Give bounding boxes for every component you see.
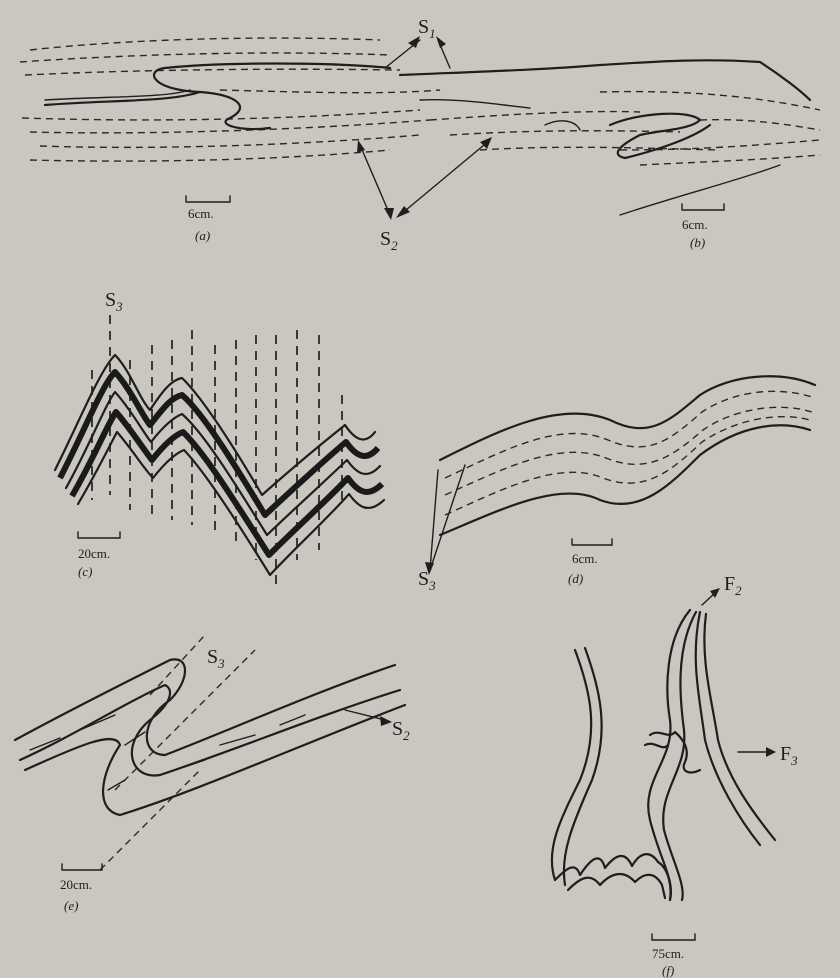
f3-label: F3 — [780, 743, 798, 768]
caption-f: (f) — [662, 963, 674, 978]
f2-label: F2 — [724, 573, 742, 598]
panel-e — [15, 635, 405, 870]
scale-bar-d — [572, 539, 612, 545]
panel-c — [55, 315, 384, 585]
scale-label-a: 6cm. — [188, 206, 214, 221]
scale-bar-a — [186, 196, 230, 202]
scale-bar-b — [682, 204, 724, 210]
caption-d: (d) — [568, 571, 583, 586]
s2-label-e: S2 — [392, 718, 410, 743]
scale-bar-c — [78, 532, 120, 538]
s3-label-c: S3 — [105, 289, 123, 314]
caption-c: (c) — [78, 564, 92, 579]
scale-label-b: 6cm. — [682, 217, 708, 232]
panel-f — [552, 588, 776, 900]
s2-label: S2 — [380, 228, 398, 253]
panel-a-b — [20, 36, 820, 220]
scale-label-e: 20cm. — [60, 877, 92, 892]
s3-label-d: S3 — [418, 568, 436, 593]
caption-a: (a) — [195, 228, 210, 243]
s1-label: S1 — [418, 16, 436, 41]
scale-label-d: 6cm. — [572, 551, 598, 566]
panel-d — [425, 376, 815, 575]
scale-label-c: 20cm. — [78, 546, 110, 561]
caption-e: (e) — [64, 898, 78, 913]
scale-bar-f — [652, 934, 695, 940]
s3-label-e: S3 — [207, 646, 225, 671]
scale-bar-e — [62, 864, 102, 870]
caption-b: (b) — [690, 235, 705, 250]
scale-label-f: 75cm. — [652, 946, 684, 961]
